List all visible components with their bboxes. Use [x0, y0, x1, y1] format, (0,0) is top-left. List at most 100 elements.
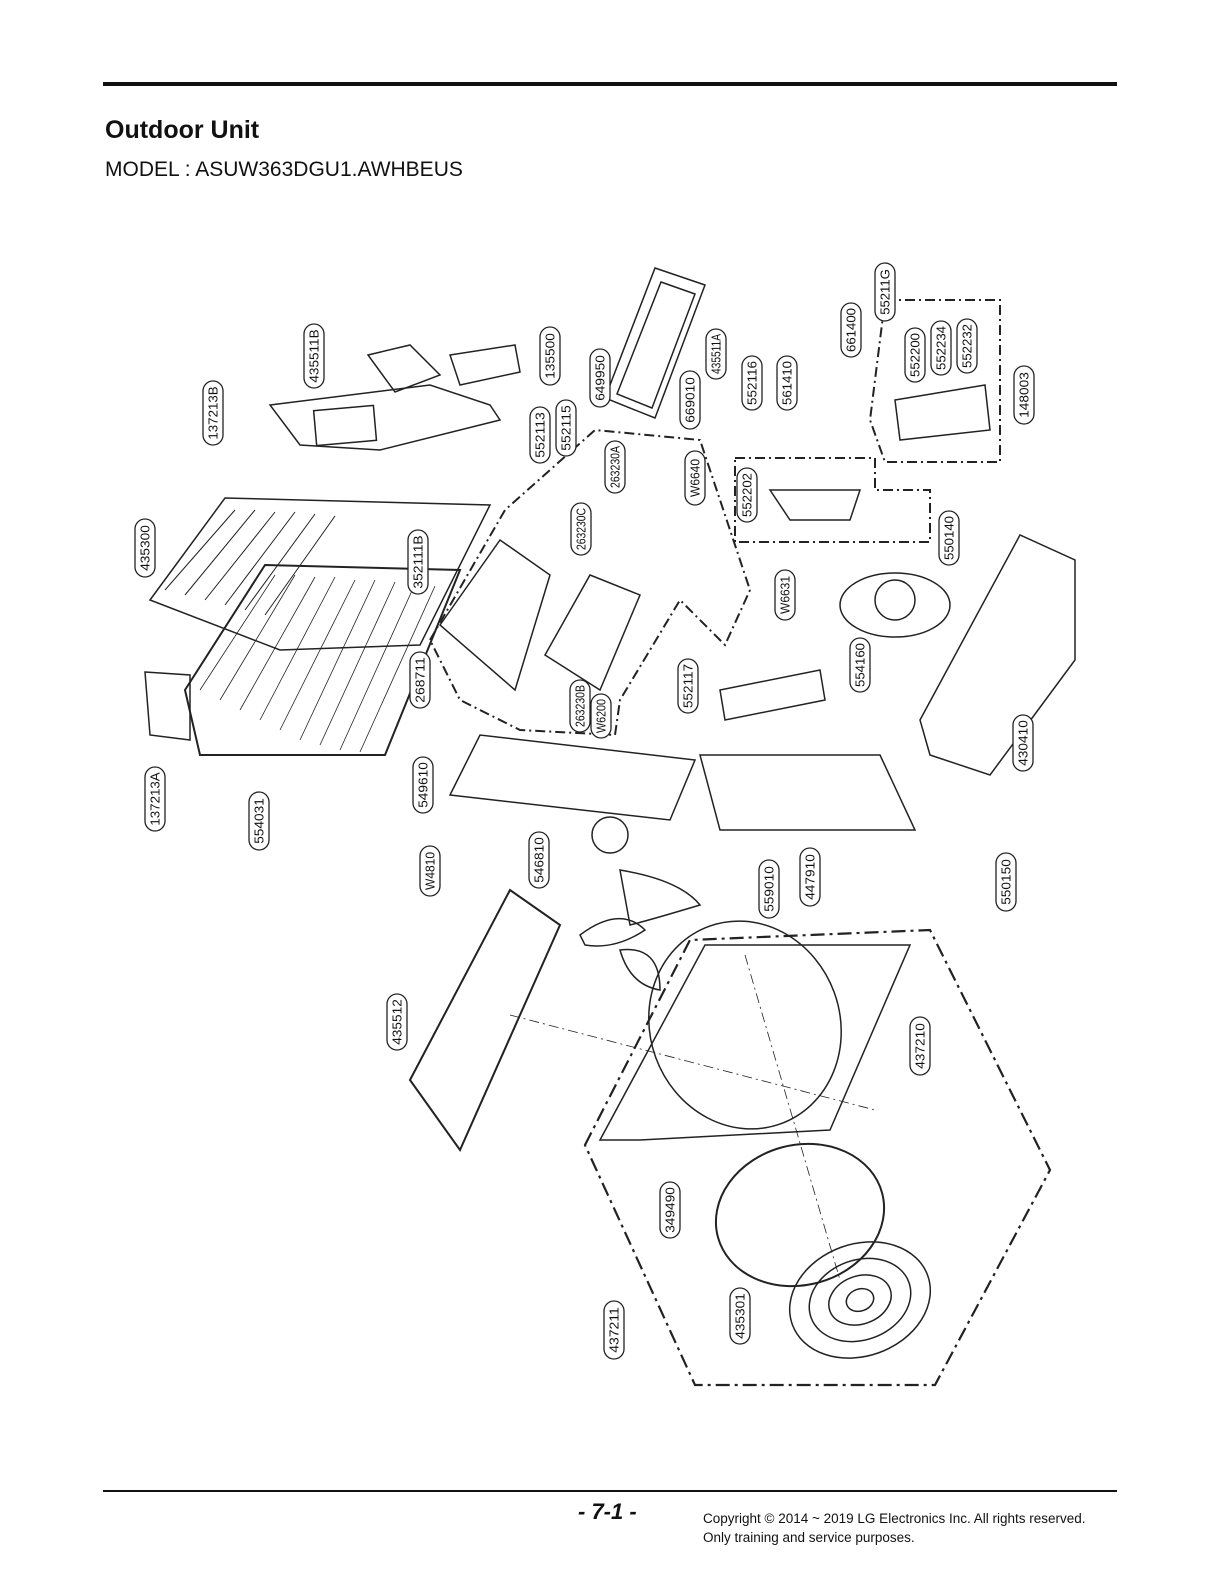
side-panel-shape	[144, 671, 191, 741]
box-263230	[543, 574, 641, 692]
fan-opening	[648, 920, 842, 1130]
part-label-bubble	[248, 791, 270, 851]
part-label-w6631: W6631	[774, 569, 796, 621]
part-label-430410: 430410	[1012, 714, 1034, 772]
part-label-text: 435301	[733, 1293, 748, 1339]
part-label-bubble	[729, 1287, 751, 1345]
part-label-bubble	[604, 440, 626, 494]
part-label-text: 559010	[762, 866, 777, 912]
part-label-text: 554160	[853, 643, 868, 687]
part-label-263230b: 263230B	[569, 679, 591, 733]
base-pan-shape	[919, 534, 1076, 776]
part-label-649950: 649950	[589, 348, 611, 408]
part-label-w4810: W4810	[419, 845, 441, 897]
part-label-bubble	[938, 510, 960, 566]
part-label-552202: 552202	[736, 467, 758, 523]
part-label-text: 430410	[1016, 720, 1031, 766]
part-label-bubble	[603, 1300, 625, 1360]
part-label-text: 550140	[942, 516, 957, 560]
part-label-137213a: 137213A	[144, 766, 166, 832]
part-label-435301: 435301	[729, 1287, 751, 1345]
page-title: Outdoor Unit	[105, 116, 260, 144]
part-label-text: 263230C	[574, 508, 589, 550]
part-label-text: 447910	[803, 854, 818, 900]
part-label-text: 554031	[252, 798, 267, 844]
part-label-text: 552117	[681, 664, 696, 708]
part-label-554160: 554160	[849, 637, 871, 693]
part-label-text: 552234	[934, 326, 949, 370]
part-label-bubble	[904, 327, 926, 383]
part-label-text: 552115	[559, 405, 574, 451]
part-label-669010: 669010	[679, 370, 701, 430]
part-label-bubble	[144, 766, 166, 832]
part-label-text: 55211G	[878, 269, 893, 315]
part-label-bubble	[412, 756, 434, 814]
part-label-447910: 447910	[799, 847, 821, 907]
part-label-text: 649950	[593, 355, 608, 401]
part-label-bubble	[741, 355, 763, 411]
part-label-bubble	[1012, 714, 1034, 772]
part-label-bubble	[539, 326, 561, 386]
part-label-text: 561410	[780, 361, 795, 405]
part-label-w6640: W6640	[684, 450, 706, 506]
part-label-bubble	[529, 406, 551, 464]
part-label-bubble	[705, 328, 727, 380]
pcb-group-outline	[868, 299, 1001, 463]
part-label-text: 352111B	[411, 535, 426, 588]
copyright-block: Copyright © 2014 ~ 2019 LG Electronics I…	[703, 1509, 1086, 1547]
part-label-349490: 349490	[659, 1181, 681, 1239]
part-label-552116: 552116	[741, 355, 763, 411]
usage-note: Only training and service purposes.	[703, 1530, 915, 1545]
part-label-text: 552116	[745, 361, 760, 405]
part-label-559010: 559010	[758, 859, 780, 919]
part-label-text: 549610	[416, 762, 431, 808]
part-label-bubble	[849, 637, 871, 693]
fan-blade-1	[619, 869, 702, 926]
box-268711	[438, 538, 551, 692]
part-label-text: 148003	[1017, 372, 1032, 418]
handle-shape	[366, 344, 442, 393]
part-label-546810: 546810	[528, 831, 550, 889]
part-label-bubble	[659, 1181, 681, 1239]
part-label-text: 437210	[913, 1023, 928, 1069]
part-label-552200: 552200	[904, 327, 926, 383]
part-label-550150: 550150	[995, 852, 1017, 912]
part-label-bubble	[874, 262, 896, 322]
model-subtitle: MODEL : ASUW363DGU1.AWHBEUS	[105, 158, 463, 181]
valve-group-outline	[734, 457, 931, 543]
part-label-text: 268711	[413, 657, 428, 703]
bracket-shape	[449, 344, 521, 386]
part-label-text: 552202	[740, 473, 755, 517]
housing-shape	[699, 754, 917, 831]
part-label-bubble	[419, 845, 441, 897]
part-label-bubble	[1013, 365, 1035, 425]
part-label-text: 435511A	[709, 334, 724, 374]
part-label-552232: 552232	[956, 318, 978, 374]
part-label-text: 669010	[683, 377, 698, 423]
part-label-text: 437211	[607, 1307, 622, 1353]
part-label-text: 661400	[844, 308, 859, 352]
part-label-bubble	[758, 859, 780, 919]
accumulator-shape	[719, 669, 826, 721]
part-label-bubble	[590, 693, 612, 739]
part-label-text: W6631	[778, 576, 793, 614]
part-label-text: 435511B	[307, 329, 322, 382]
page-number: - 7-1 -	[578, 1499, 637, 1524]
part-label-bubble	[684, 450, 706, 506]
top-cover-window	[312, 404, 378, 447]
part-label-435511a: 435511A	[705, 328, 727, 380]
part-label-bubble	[776, 355, 798, 411]
part-label-text: W6640	[688, 459, 703, 497]
part-label-bubble	[570, 502, 592, 556]
part-label-561410: 561410	[776, 355, 798, 411]
part-label-bubble	[528, 831, 550, 889]
part-label-text: 435512	[390, 999, 405, 1045]
part-label-bubble	[407, 529, 429, 595]
part-label-text: 137213A	[148, 772, 163, 826]
part-label-148003: 148003	[1013, 365, 1035, 425]
part-label-w6200: W6200	[590, 693, 612, 739]
part-label-bubble	[995, 852, 1017, 912]
part-label-bubble	[679, 370, 701, 430]
